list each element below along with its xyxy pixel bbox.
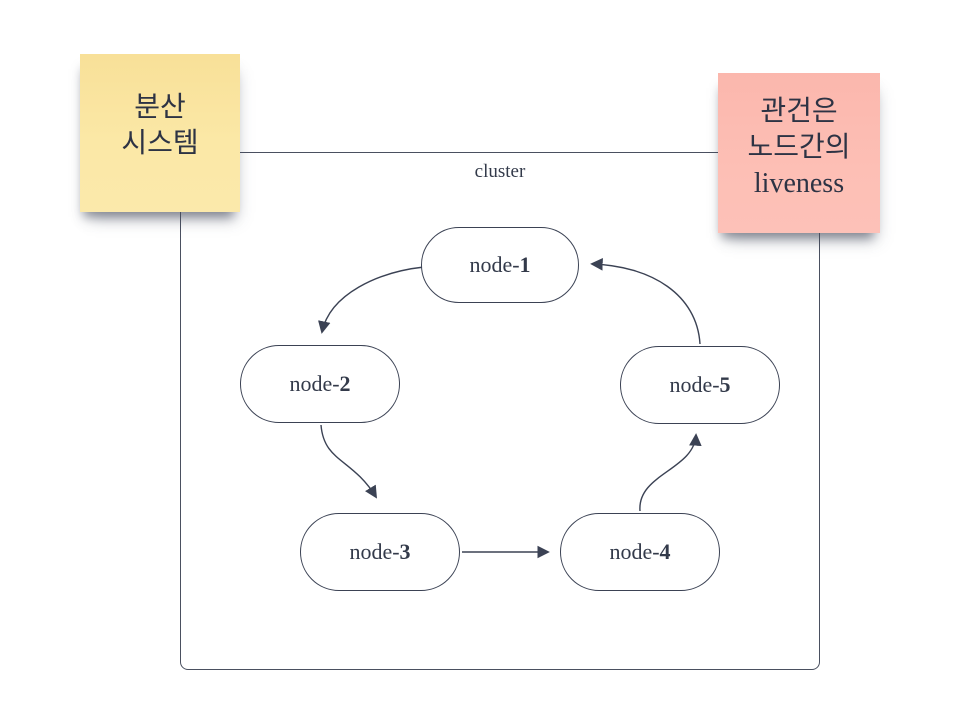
cluster-label: cluster [474, 161, 526, 182]
node-5: node-5 [620, 346, 780, 424]
node-label: node-1 [469, 252, 531, 277]
note-line: 관건은 [760, 96, 838, 127]
cluster-container [180, 152, 820, 670]
note-line: 시스템 [121, 128, 199, 159]
sticky-note-pink: 관건은 노드간의 liveness [718, 73, 880, 233]
node-1: node-1 [421, 227, 579, 303]
note-line: 분산 [134, 92, 186, 123]
node-label: node-2 [289, 371, 351, 396]
note-line: liveness [753, 168, 845, 199]
sticky-note-yellow: 분산 시스템 [80, 54, 240, 212]
node-label: node-5 [669, 372, 731, 397]
node-3: node-3 [300, 513, 460, 591]
node-4: node-4 [560, 513, 720, 591]
node-label: node-3 [349, 539, 411, 564]
node-2: node-2 [240, 345, 400, 423]
node-label: node-4 [609, 539, 671, 564]
note-line: 노드간의 [747, 132, 851, 163]
